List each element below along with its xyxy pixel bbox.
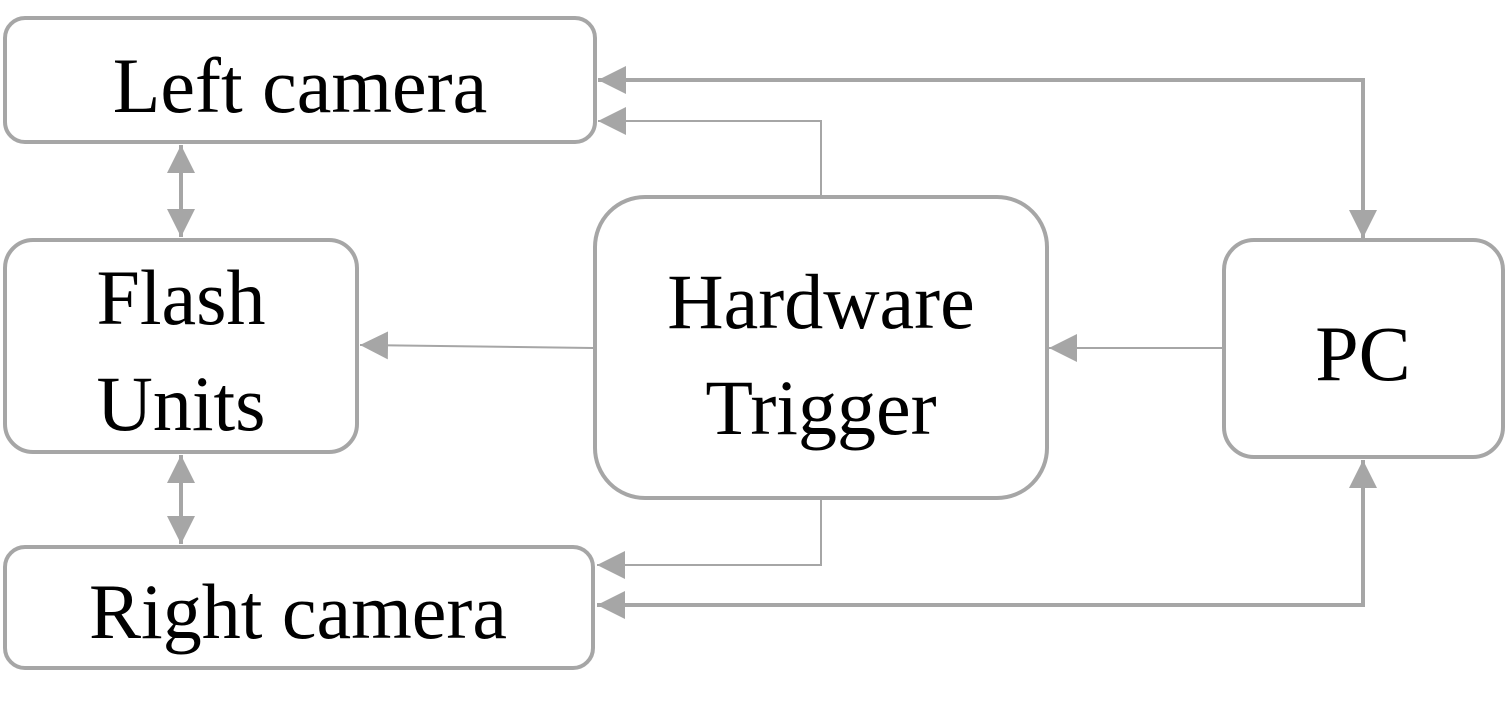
- edge-trigger-right-camera: [597, 500, 822, 579]
- edge-trigger-flash: [359, 331, 594, 360]
- edge-trigger-left-camera: [598, 107, 822, 197]
- edge-pc-left-camera: [598, 66, 1377, 238]
- node-left-camera: Left camera: [3, 16, 597, 144]
- node-label: Left camera: [113, 42, 488, 129]
- node-pc: PC: [1222, 238, 1505, 459]
- edge-pc-right-camera: [597, 460, 1377, 619]
- node-label: Right camera: [89, 568, 507, 655]
- node-flash-units: Flash Units: [3, 238, 359, 454]
- node-right-camera: Right camera: [3, 545, 595, 670]
- node-label: Hardware: [667, 258, 974, 345]
- node-hardware-trigger: Hardware Trigger: [593, 195, 1049, 500]
- node-label: PC: [1315, 310, 1410, 397]
- node-label: Flash: [96, 254, 265, 341]
- node-label: Trigger: [705, 364, 936, 451]
- node-label: Units: [96, 360, 265, 447]
